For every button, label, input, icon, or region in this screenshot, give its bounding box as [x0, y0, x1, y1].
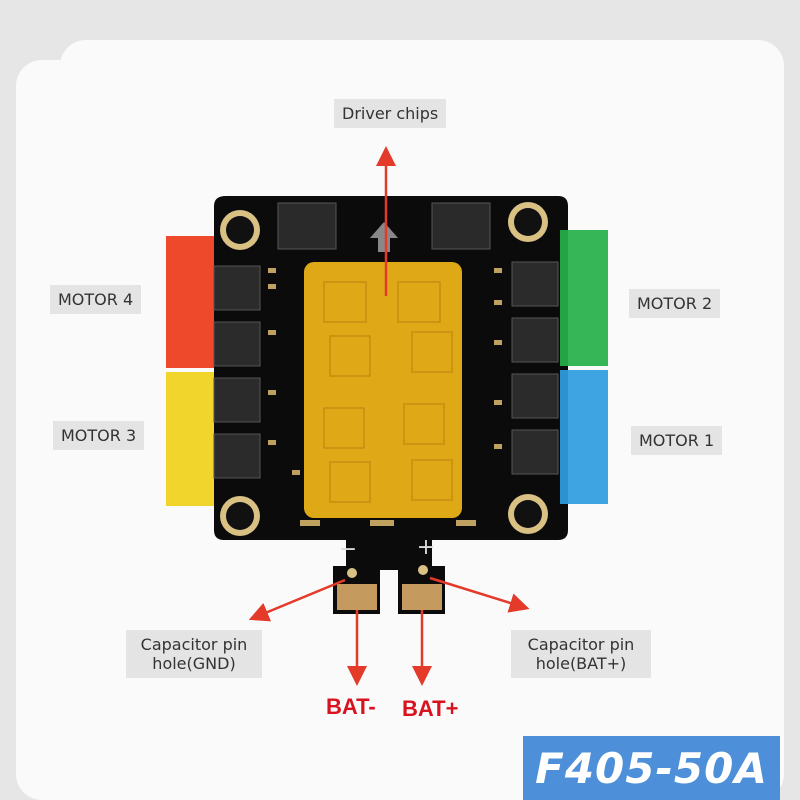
motor-4-label: MOTOR 4: [50, 285, 142, 314]
mosfet-chip: [213, 433, 261, 479]
cap-gnd-label: Capacitor pin hole(GND): [126, 630, 262, 678]
plus-sign: +: [417, 535, 435, 560]
mosfet-chip: [511, 429, 559, 475]
mosfet-chip: [511, 317, 559, 363]
mounting-hole-br: [508, 494, 548, 534]
cap-gnd-arrow: [248, 578, 346, 622]
bat-plus-label: BAT+: [402, 696, 459, 721]
gnd-pin-hole: [347, 568, 357, 578]
motor-1-pad: [560, 370, 608, 504]
mounting-hole-bl: [220, 496, 260, 536]
chip-top-right: [431, 202, 491, 250]
cap-bat-label: Capacitor pin hole(BAT+): [511, 630, 651, 678]
cap-bat-arrow: [429, 576, 530, 613]
minus-sign: −: [339, 537, 357, 562]
chip-top-left: [277, 202, 337, 250]
motor-1-label: MOTOR 1: [631, 426, 723, 455]
motor-3-pad: [166, 372, 214, 506]
motor-4-pad: [166, 236, 214, 368]
bat-minus-label: BAT-: [326, 694, 376, 719]
mounting-hole-tl: [220, 210, 260, 250]
mosfet-chip: [213, 321, 261, 367]
driver-chips-label: Driver chips: [334, 99, 447, 128]
driver-chips-highlight: [304, 262, 462, 518]
driver-chip-outlines: [323, 281, 453, 503]
mosfet-chip: [511, 261, 559, 307]
mosfet-chip: [213, 265, 261, 311]
board-pads: [268, 268, 502, 526]
bat-pin-hole: [418, 565, 428, 575]
motor-3-label: MOTOR 3: [53, 421, 145, 450]
arrow-logo: [370, 222, 398, 252]
bat-pad: [402, 584, 442, 610]
mosfet-chip: [213, 377, 261, 423]
motor-2-pad: [560, 230, 608, 366]
background-card-top: [60, 40, 784, 100]
model-banner: F405-50A: [523, 736, 780, 800]
mounting-hole-tr: [508, 202, 548, 242]
gnd-pad: [337, 584, 377, 610]
mosfet-chip: [511, 373, 559, 419]
motor-2-label: MOTOR 2: [629, 289, 721, 318]
